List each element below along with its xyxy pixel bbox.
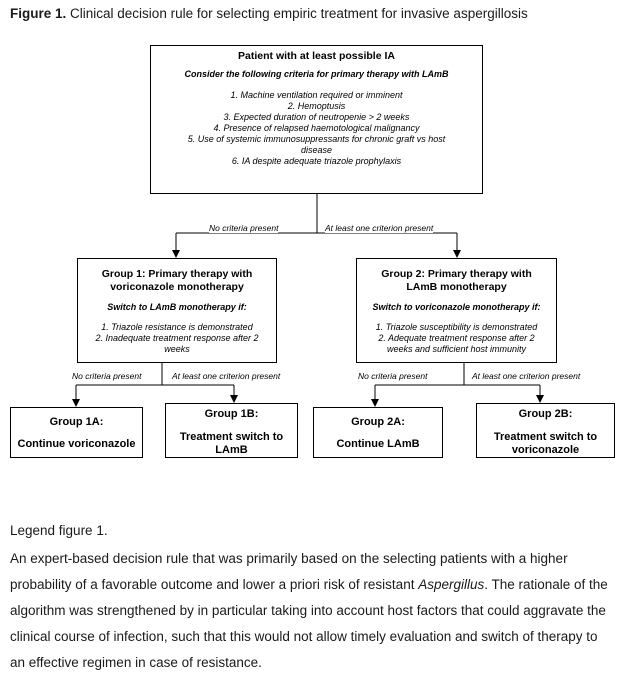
group-2b-body-1: Treatment switch to [493, 431, 598, 443]
figure-title: Figure 1. Clinical decision rule for sel… [10, 6, 528, 21]
criterion-3: 3. Expected duration of neutropenie > 2 … [223, 112, 410, 122]
branch-label-no-criteria-root: No criteria present [209, 223, 279, 233]
group-2-item-1: 1. Triazole susceptibility is demonstrat… [375, 322, 538, 332]
group-1-item-2: 2. Inadequate treatment response after 2 [95, 333, 259, 343]
group-1-item-2-cont: weeks [164, 344, 190, 354]
group-1a-box: Group 1A: Continue voriconazole [10, 407, 143, 458]
group-2b-body-2: voriconazole [511, 444, 580, 456]
criterion-2: 2. Hemoptusis [287, 101, 346, 111]
figure-label: Figure 1. [10, 6, 67, 21]
group-2-box: Group 2: Primary therapy with LAmB monot… [356, 258, 557, 363]
branch-label-criterion-g1: At least one criterion present [172, 371, 281, 381]
group-1b-box: Group 1B: Treatment switch to LAmB [165, 403, 298, 458]
root-subtitle: Consider the following criteria for prim… [184, 69, 449, 79]
group-1a-head: Group 1A: [49, 416, 104, 428]
group-1-title-line-2: voriconazole monotherapy [110, 281, 244, 293]
group-2a-body: Continue LAmB [336, 438, 420, 450]
group-1-item-1: 1. Triazole resistance is demonstrated [101, 322, 253, 332]
legend-text-part-1: An expert-based decision rule that was p… [10, 551, 568, 592]
criterion-1: 1. Machine ventilation required or immin… [230, 90, 403, 100]
group-1b-body-2: LAmB [215, 444, 248, 456]
group-2b-box: Group 2B: Treatment switch to voriconazo… [476, 403, 615, 458]
criterion-5-cont: disease [300, 145, 333, 155]
root-title: Patient with at least possible IA [238, 50, 395, 62]
legend-text-part-2: . The rationale of the algorithm was str… [10, 577, 608, 670]
legend-text: An expert-based decision rule that was p… [10, 546, 610, 676]
criterion-6: 6. IA despite adequate triazole prophyla… [231, 156, 402, 166]
criterion-5: 5. Use of systemic immunosuppressants fo… [187, 134, 446, 144]
group-2-item-2: 2. Adequate treatment response after 2 [378, 333, 535, 343]
criterion-4: 4. Presence of relapsed haemotological m… [213, 123, 420, 133]
group-1-title-line-1: Group 1: Primary therapy with [101, 268, 253, 280]
branch-label-criterion-g2: At least one criterion present [472, 371, 581, 381]
group-2b-head: Group 2B: [518, 408, 573, 420]
branch-label-criterion-root: At least one criterion present [325, 223, 434, 233]
group-1-box: Group 1: Primary therapy with voriconazo… [77, 258, 277, 363]
group-1b-body-1: Treatment switch to [179, 431, 284, 443]
branch-label-no-criteria-g1: No criteria present [72, 371, 142, 381]
group-2a-head: Group 2A: [351, 416, 405, 428]
group-2-title-line-2: LAmB monotherapy [406, 281, 507, 293]
root-box: Patient with at least possible IA Consid… [150, 45, 483, 194]
group-1a-body: Continue voriconazole [17, 438, 136, 450]
group-2-item-2-cont: weeks and sufficient host immunity [386, 344, 527, 354]
group-2-title-line-1: Group 2: Primary therapy with [381, 268, 532, 280]
legend-text-italic: Aspergillus [418, 577, 485, 592]
branch-label-no-criteria-g2: No criteria present [358, 371, 428, 381]
figure-caption: Clinical decision rule for selecting emp… [70, 6, 528, 21]
group-2-subtitle: Switch to voriconazole monotherapy if: [372, 302, 541, 312]
group-1-subtitle: Switch to LAmB monotherapy if: [107, 302, 247, 312]
legend-heading: Legend figure 1. [10, 523, 108, 538]
criteria-list: 1. Machine ventilation required or immin… [151, 90, 482, 167]
group-2a-box: Group 2A: Continue LAmB [313, 407, 443, 458]
group-1b-head: Group 1B: [204, 408, 259, 420]
